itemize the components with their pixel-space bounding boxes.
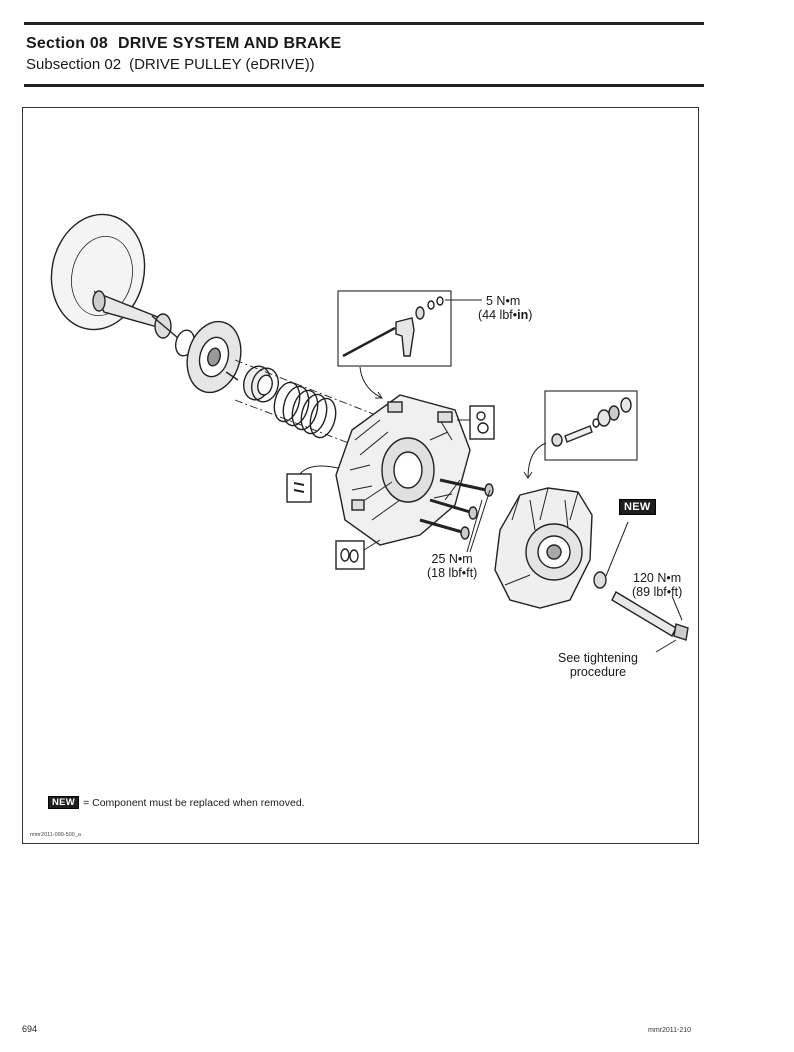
header-rule-bottom [24, 84, 704, 87]
torque-large-value: 120 N•m [633, 571, 682, 585]
torque-small-imperial-suffix: ) [528, 308, 533, 322]
tightening-note-line1: See tightening [558, 651, 638, 665]
bushing [242, 365, 280, 403]
subsection-label: Subsection 02 [26, 56, 122, 73]
roller-pointer-arrow [527, 442, 547, 479]
new-badge: NEW [619, 499, 656, 515]
torque-large-imperial: (89 lbf•ft) [632, 585, 683, 599]
page-number: 694 [22, 1024, 38, 1034]
torque-small-value: 5 N•m [486, 294, 521, 308]
figure-frame [22, 107, 699, 844]
main-bolt [611, 591, 689, 641]
oring-inset-upper [469, 405, 495, 440]
legend-new-badge: NEW [48, 796, 80, 809]
section-label: Section 08 [26, 35, 109, 52]
roller-pin-assembly [551, 397, 632, 447]
fixed-sheave [50, 213, 179, 339]
roller-inset-box [544, 390, 638, 461]
torque-callout-small: 5 N•m (44 lbf•in) [478, 294, 532, 322]
section-name: DRIVE SYSTEM AND BRAKE [118, 35, 342, 52]
legend: NEW = Component must be replaced when re… [48, 796, 305, 809]
subsection-title: Subsection 02 (DRIVE PULLEY (eDRIVE)) [26, 56, 315, 73]
tightening-note-line2: procedure [569, 665, 627, 679]
torque-mid-imperial: (18 lbf•ft) [427, 566, 478, 580]
lever-assembly [342, 296, 482, 358]
torque-small-imperial-unit: in [517, 308, 529, 322]
figure-code: mmr2011-099-500_a [30, 832, 81, 838]
torque-small-imperial: (44 lbf•in) [478, 308, 532, 322]
header-rule-top [24, 22, 704, 25]
subsection-name: (DRIVE PULLEY (eDRIVE)) [129, 56, 315, 73]
washer [593, 571, 607, 589]
lever-pointer-arrow [359, 366, 383, 399]
torque-small-imperial-prefix: (44 lbf• [478, 308, 518, 322]
torque-mid-value: 25 N•m [431, 552, 473, 566]
tightening-note: See tightening procedure [558, 651, 638, 679]
movable-sheave [335, 394, 471, 546]
spring-seat [186, 320, 242, 394]
legend-text: = Component must be replaced when remove… [83, 796, 305, 809]
spider-cover [494, 487, 593, 609]
spring [273, 381, 337, 439]
oring-inset-lower [335, 540, 365, 570]
sheave-screws [419, 478, 494, 540]
document-code: mmr2011-210 [648, 1027, 692, 1034]
pin-inset [286, 473, 312, 503]
torque-callout-large: 120 N•m (89 lbf•ft) [632, 571, 682, 599]
lever-inset-box [337, 290, 452, 367]
torque-callout-mid: 25 N•m (18 lbf•ft) [427, 552, 477, 580]
section-title: Section 08 DRIVE SYSTEM AND BRAKE [26, 35, 341, 53]
